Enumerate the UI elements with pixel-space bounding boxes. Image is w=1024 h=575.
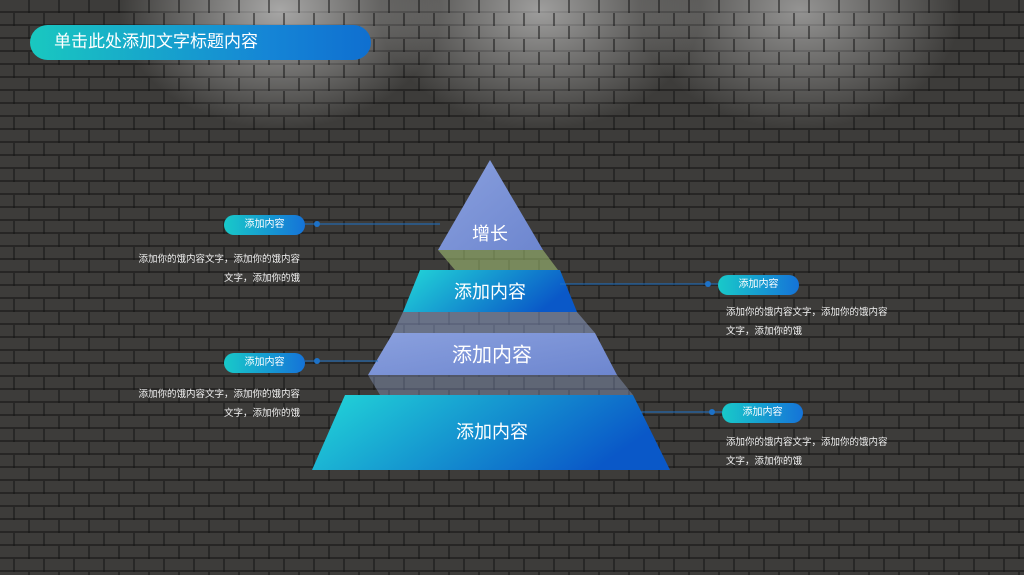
leader-dot-2 [705, 281, 711, 287]
callout-3-tag[interactable]: 添加内容 [224, 353, 305, 373]
pyramid-tier-2[interactable] [403, 270, 577, 312]
tier-3-label: 添加内容 [452, 342, 532, 367]
leader-dot-1 [314, 221, 320, 227]
leader-dot-3 [314, 358, 320, 364]
pyramid-connector-3 [368, 375, 633, 395]
page-title[interactable]: 单击此处添加文字标题内容 [30, 25, 371, 60]
tier-4-label: 添加内容 [456, 422, 528, 443]
callout-4-text: 添加你的饿内容文字，添加你的饿内容文字，添加你的饿 [726, 437, 888, 467]
tier-2-label: 添加内容 [454, 282, 526, 303]
callout-4-tag[interactable]: 添加内容 [722, 403, 803, 423]
leader-dot-4 [709, 409, 715, 415]
callout-1-tag[interactable]: 添加内容 [224, 215, 305, 235]
pyramid-connector-2 [393, 312, 595, 333]
pyramid-tier-1[interactable] [438, 160, 543, 250]
callout-2-text: 添加你的饿内容文字，添加你的饿内容文字，添加你的饿 [726, 307, 888, 337]
pyramid-tier-3[interactable] [368, 333, 617, 375]
callout-2-tag[interactable]: 添加内容 [718, 275, 799, 295]
pyramid-tier-4[interactable] [312, 395, 670, 470]
callout-1-text: 添加你的饿内容文字，添加你的饿内容文字，添加你的饿 [138, 254, 300, 284]
callout-3-text: 添加你的饿内容文字，添加你的饿内容文字，添加你的饿 [138, 389, 300, 419]
tier-1-label: 增长 [472, 224, 508, 245]
pyramid-connector-1 [438, 250, 558, 270]
